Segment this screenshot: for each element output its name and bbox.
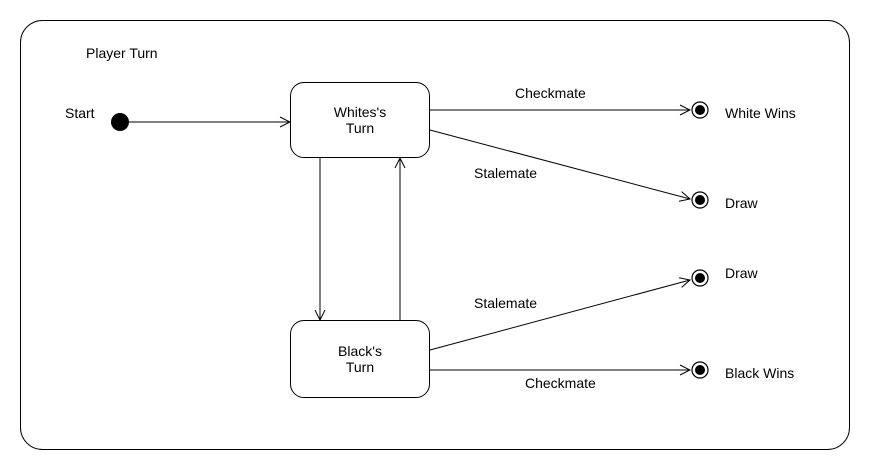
white-stalemate-arrow <box>429 129 690 199</box>
state-white-turn: Whites's Turn <box>290 82 430 158</box>
transition-label-white-checkmate: Checkmate <box>515 85 586 101</box>
final-state-white-wins <box>691 101 709 119</box>
initial-state-node <box>111 113 129 131</box>
final-label-white-wins: White Wins <box>725 105 796 121</box>
state-black-turn-line1: Black's <box>338 343 382 359</box>
final-state-draw-2 <box>691 269 709 287</box>
transition-label-black-checkmate: Checkmate <box>525 375 596 391</box>
state-white-turn-line2: Turn <box>345 120 375 136</box>
final-state-draw-1 <box>691 191 709 209</box>
state-black-turn: Black's Turn <box>290 320 430 398</box>
state-white-turn-line1: Whites's <box>333 104 387 120</box>
final-label-draw-2: Draw <box>725 265 758 281</box>
player-turn-container <box>20 20 850 450</box>
container-title: Player Turn <box>86 45 158 61</box>
final-label-draw-1: Draw <box>725 195 758 211</box>
black-stalemate-arrow <box>429 280 690 351</box>
final-label-black-wins: Black Wins <box>725 365 795 381</box>
final-state-black-wins <box>691 361 709 379</box>
transition-label-white-stalemate: Stalemate <box>474 165 538 181</box>
transition-label-black-stalemate: Stalemate <box>474 295 538 311</box>
state-black-turn-line2: Turn <box>345 359 375 375</box>
start-label: Start <box>65 105 95 121</box>
